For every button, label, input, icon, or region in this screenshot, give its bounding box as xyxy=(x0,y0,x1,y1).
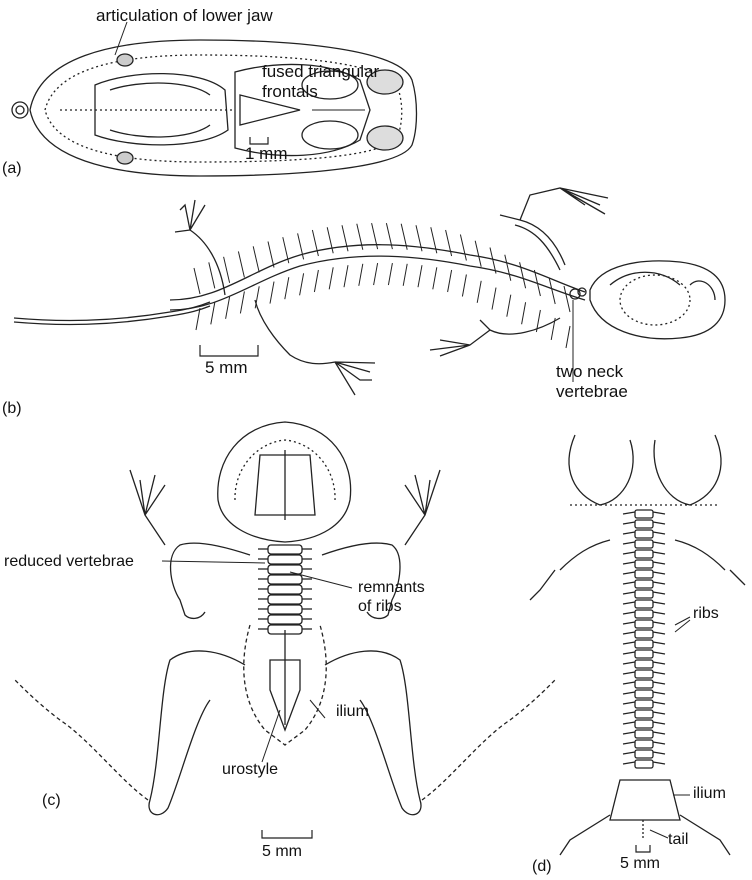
label-reduced-vertebrae: reduced vertebrae xyxy=(4,552,134,571)
label-remnants: remnants xyxy=(358,578,425,597)
label-urostyle: urostyle xyxy=(222,760,278,779)
label-articulation-lower-jaw: articulation of lower jaw xyxy=(96,6,273,25)
label-of-ribs: of ribs xyxy=(358,597,402,616)
scale-bar-d: 5 mm xyxy=(620,854,660,873)
label-vertebrae-b: vertebrae xyxy=(556,382,628,401)
scale-bar-a: 1 mm xyxy=(245,144,288,163)
skull-a-drawing xyxy=(12,22,417,176)
label-ilium-c: ilium xyxy=(336,702,369,721)
panel-label-a: (a) xyxy=(2,160,22,178)
d-vertebrae xyxy=(623,510,665,768)
label-ilium-d: ilium xyxy=(693,784,726,803)
panel-label-b: (b) xyxy=(2,400,22,418)
label-fused-frontals-line1: fused triangular xyxy=(262,62,379,81)
label-tail: tail xyxy=(668,830,688,849)
scale-bar-c: 5 mm xyxy=(262,842,302,861)
frog-c-drawing xyxy=(15,422,555,838)
label-ribs-d: ribs xyxy=(693,604,719,623)
panel-label-d: (d) xyxy=(532,858,552,876)
scale-bar-b: 5 mm xyxy=(205,358,248,377)
lizard-ribs xyxy=(194,223,570,348)
frog-vertebrae xyxy=(258,545,312,634)
label-two-neck: two neck xyxy=(556,362,623,381)
panel-label-c: (c) xyxy=(42,792,61,810)
label-fused-frontals-line2: frontals xyxy=(262,82,318,101)
